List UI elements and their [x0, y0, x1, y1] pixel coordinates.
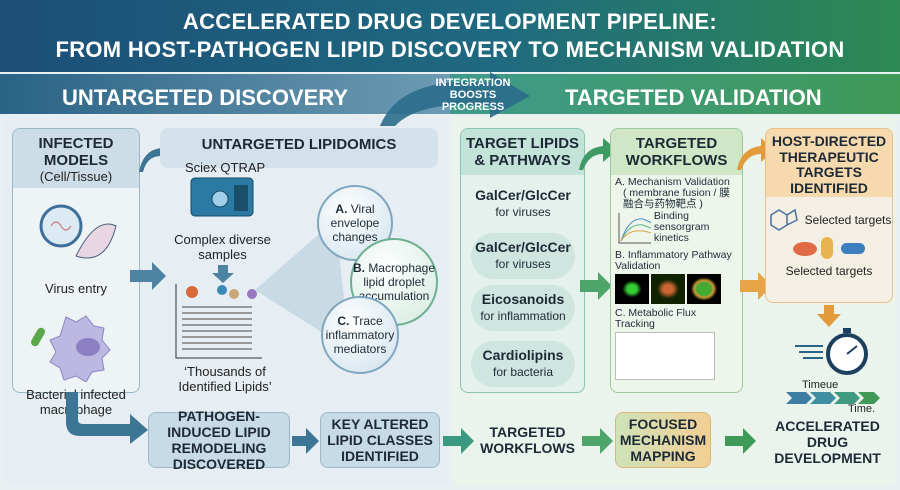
host-targets-box: HOST-DIRECTED THERAPEUTIC TARGETS IDENTI…: [765, 128, 893, 303]
finding-c: C. Trace inflammatory mediators: [321, 296, 399, 374]
arrow-icon: [130, 262, 166, 290]
down-right-arrow-icon: [66, 392, 148, 444]
down-arrow-icon: [212, 265, 234, 283]
flux-diagram: [615, 332, 715, 380]
targeted-workflows-box: TARGETED WORKFLOWS A. Mechanism Validati…: [610, 128, 743, 393]
instrument-label: Sciex QTRAP: [185, 160, 266, 175]
section-header-untargeted: UNTARGETED DISCOVERY: [0, 74, 450, 114]
flow-step-lipid-classes: KEY ALTERED LIPID CLASSES IDENTIFIED: [320, 412, 440, 468]
arrow-icon: [579, 138, 617, 170]
result-label: ‘Thousands of Identified Lipids’: [178, 364, 272, 394]
flow-step-mechanism-mapping: FOCUSED MECHANISM MAPPING: [615, 412, 711, 468]
flow-step-workflows: TARGETED WORKFLOWS: [480, 424, 575, 456]
integration-arrow-icon: [380, 72, 530, 126]
virus-icon: [39, 204, 117, 259]
untargeted-lipidomics-header: UNTARGETED LIPIDOMICS: [160, 128, 438, 168]
infected-models-box: INFECTED MODELS (Cell/Tissue) Virus entr…: [12, 128, 140, 417]
arrow-icon: [580, 272, 612, 300]
down-arrow-icon: [817, 305, 841, 327]
pills-icon: [793, 237, 865, 259]
timeline-label: Timeue: [802, 379, 839, 391]
mass-spectrometer-icon: [190, 177, 254, 217]
arrow-icon: [582, 428, 613, 454]
molecule-icon: [769, 208, 798, 231]
macrophage-icon: [31, 315, 111, 383]
stopwatch-icon: [795, 328, 868, 375]
sensorgram-chart: [618, 213, 651, 244]
samples-label: Complex diverse samples: [174, 232, 271, 262]
timeline-chevrons: [786, 392, 880, 404]
lipid-table-icon: [175, 284, 262, 359]
microscopy-images: [615, 274, 738, 304]
arrow-icon: [292, 428, 319, 454]
flow-step-remodeling: PATHOGEN-INDUCED LIPID REMODELING DISCOV…: [148, 408, 290, 472]
arrow-icon: [725, 428, 756, 454]
flow-step-accelerated: ACCELERATED DRUG DEVELOPMENT: [774, 418, 881, 466]
arrow-icon: [443, 428, 474, 454]
page-title: ACCELERATED DRUG DEVELOPMENT PIPELINE: F…: [0, 0, 900, 72]
arrow-icon: [740, 272, 772, 300]
time-label: Time.: [848, 403, 876, 415]
